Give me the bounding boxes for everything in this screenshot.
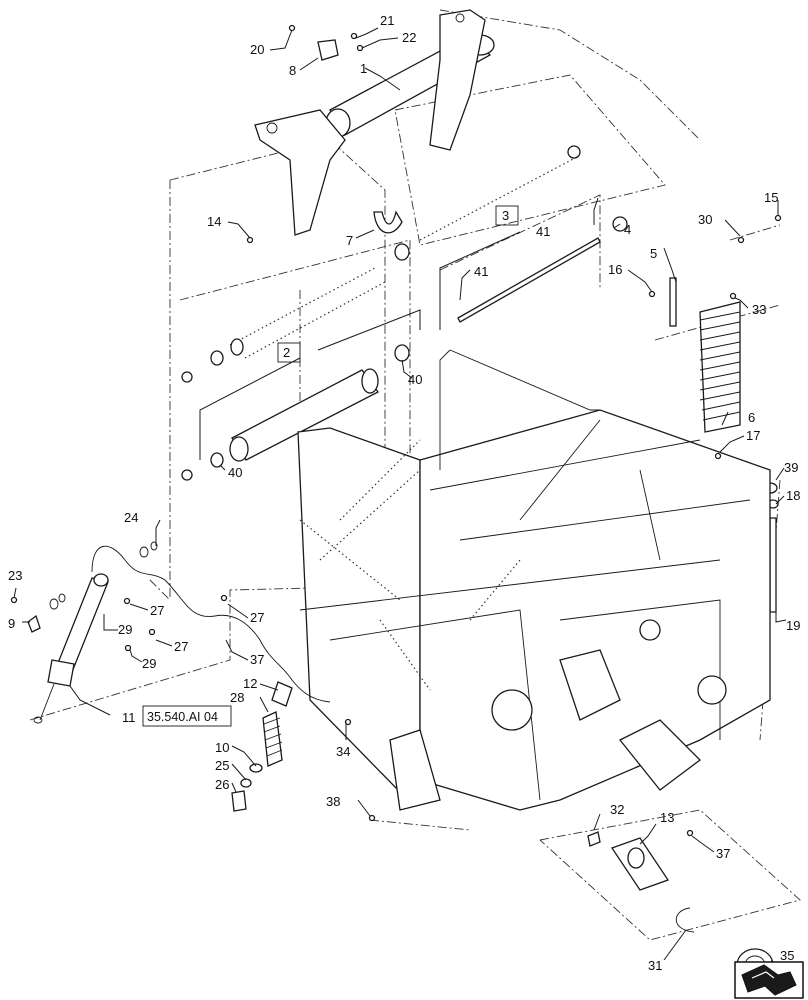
rollers (181, 145, 628, 481)
callout-1: 1 (360, 61, 367, 76)
callout-25: 25 (215, 758, 229, 773)
callout-40b: 40 (228, 465, 242, 480)
callout-11: 11 (122, 710, 136, 725)
callout-2: 2 (283, 345, 290, 360)
callout-22: 22 (402, 30, 416, 45)
callout-32: 32 (610, 802, 624, 817)
callout-16: 16 (608, 262, 622, 277)
callout-21: 21 (380, 13, 394, 28)
callout-8: 8 (289, 63, 296, 78)
cylinder-assembly (27, 541, 331, 812)
direction-arrow-icon (734, 961, 804, 999)
callout-3-box (495, 205, 519, 226)
callout-35: 35 (780, 948, 794, 963)
spring-assembly (669, 277, 779, 613)
callout-29a: 29 (118, 622, 132, 637)
callout-27c: 27 (250, 610, 264, 625)
callout-31: 31 (648, 958, 662, 973)
upper-tube-assembly (254, 9, 495, 236)
callout-34: 34 (336, 744, 350, 759)
callout-9: 9 (8, 616, 15, 631)
callout-26: 26 (215, 777, 229, 792)
callout-19: 19 (786, 618, 800, 633)
hardware-marks (10, 24, 782, 989)
callout-38: 38 (326, 794, 340, 809)
callout-18: 18 (786, 488, 800, 503)
callout-40a: 40 (408, 372, 422, 387)
baler-frame (297, 349, 771, 811)
lower-hub-assembly (587, 831, 774, 982)
callout-27b: 27 (174, 639, 188, 654)
reference-label: 35.540.AI 04 (147, 710, 218, 724)
callout-13: 13 (660, 810, 674, 825)
callout-15: 15 (764, 190, 778, 205)
callout-6: 6 (748, 410, 755, 425)
callout-37b: 37 (250, 652, 264, 667)
callout-23: 23 (8, 568, 22, 583)
callout-20: 20 (250, 42, 264, 57)
callout-2-box (277, 342, 301, 363)
callout-41a: 41 (536, 224, 550, 239)
reference-box (142, 705, 232, 727)
callout-30: 30 (698, 212, 712, 227)
callout-17: 17 (746, 428, 760, 443)
callout-labels: 1 2 3 4 5 6 7 8 9 10 11 12 13 14 15 16 1… (8, 13, 800, 983)
callout-14: 14 (207, 214, 221, 229)
callout-37a: 37 (716, 846, 730, 861)
callout-7: 7 (346, 233, 353, 248)
callout-28: 28 (230, 690, 244, 705)
callout-3: 3 (502, 208, 509, 223)
callout-5: 5 (650, 246, 657, 261)
callout-10: 10 (215, 740, 229, 755)
callout-24: 24 (124, 510, 138, 525)
callout-29b: 29 (142, 656, 156, 671)
callout-39: 39 (784, 460, 798, 475)
callout-27a: 27 (150, 603, 164, 618)
callout-12: 12 (243, 676, 257, 691)
callout-33: 33 (752, 302, 766, 317)
callout-41b: 41 (474, 264, 488, 279)
callout-4: 4 (624, 222, 631, 237)
